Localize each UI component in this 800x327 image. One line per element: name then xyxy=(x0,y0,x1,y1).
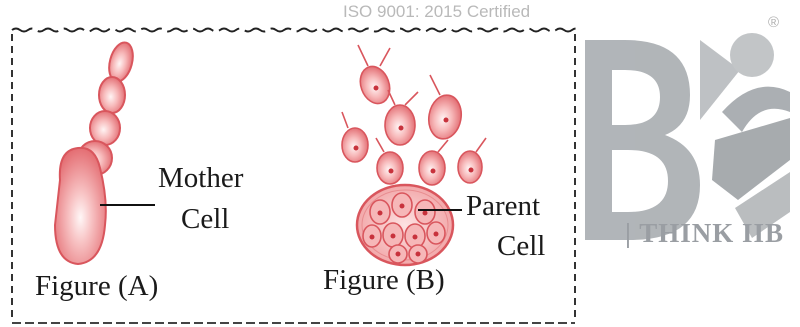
figure-a-yeast xyxy=(55,40,137,264)
cell-label-a: Cell xyxy=(181,203,229,236)
figure-b-caption: Figure (B) xyxy=(323,264,445,297)
spore-cell xyxy=(419,140,448,185)
brand-watermark: | THINK IIB xyxy=(625,218,784,249)
figure-a-caption: Figure (A) xyxy=(35,270,158,303)
bud-cell xyxy=(99,77,125,113)
certification-watermark: ISO 9001: 2015 Certified xyxy=(343,2,530,22)
parent-label: Parent xyxy=(466,190,540,223)
spore-cell xyxy=(458,138,486,183)
spore-cell xyxy=(355,45,394,108)
mother-label: Mother xyxy=(158,162,243,195)
top-wavy-line xyxy=(12,29,580,32)
cell-label-b: Cell xyxy=(497,230,545,263)
spore-cell xyxy=(342,112,368,162)
parent-cell xyxy=(357,185,453,265)
bud-cell xyxy=(90,111,120,145)
brand-logo xyxy=(585,33,790,240)
figure-b-cells xyxy=(342,45,486,265)
mother-cell xyxy=(55,148,106,264)
spore-cell xyxy=(385,90,418,145)
registered-mark: ® xyxy=(768,14,779,31)
spore-cell xyxy=(425,75,464,141)
